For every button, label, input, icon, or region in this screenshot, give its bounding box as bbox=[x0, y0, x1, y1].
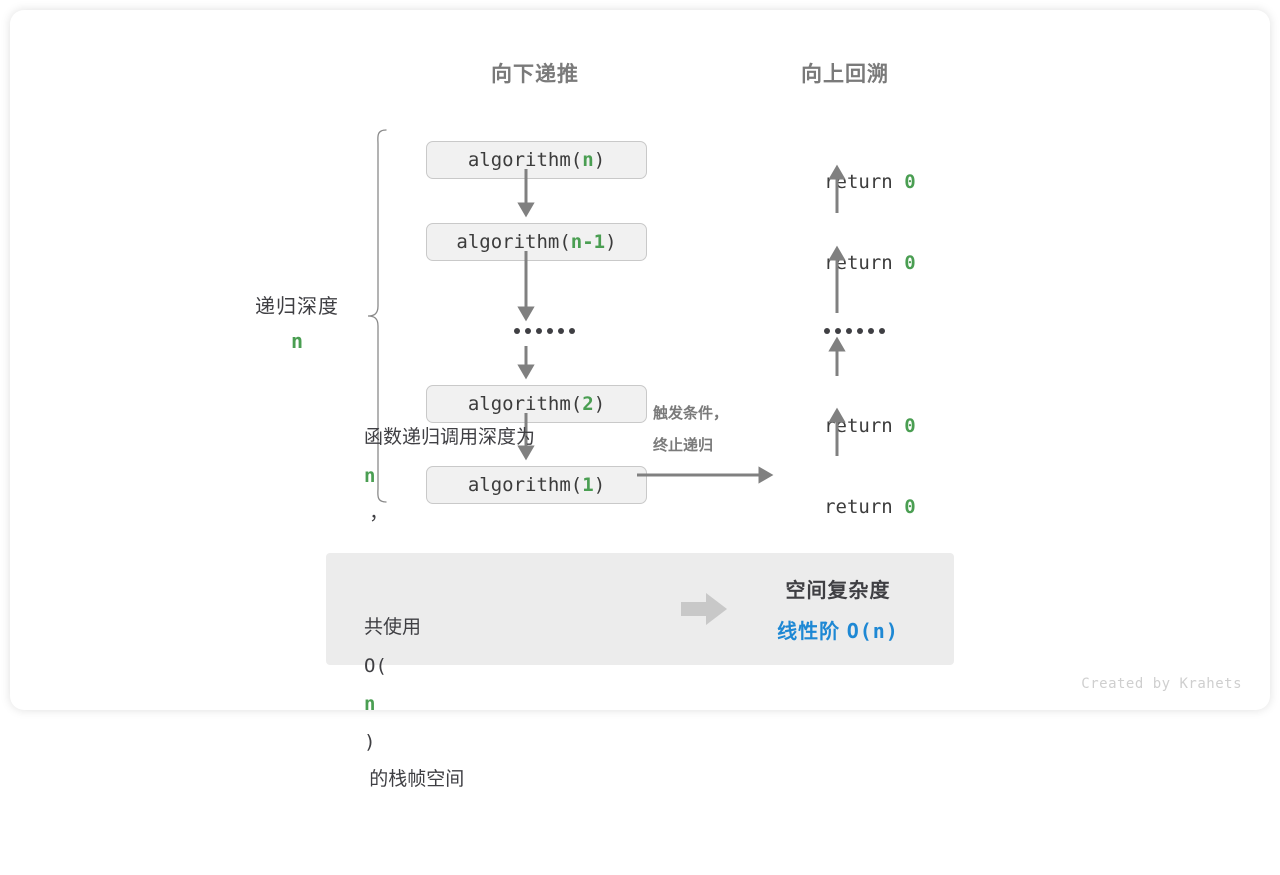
return-value: 0 bbox=[904, 252, 916, 274]
call-box-n: algorithm(n) bbox=[426, 141, 647, 179]
return-keyword: return bbox=[824, 252, 905, 274]
summary-line-2: 共使用 O(n) 的栈帧空间 bbox=[364, 617, 465, 790]
summary-panel: 函数递归调用深度为 n ， 共使用 O(n) 的栈帧空间 空间复杂度 线性阶 O… bbox=[326, 427, 954, 790]
credit-text: Created by Krahets bbox=[1081, 676, 1242, 692]
termination-note-line2: 终止递归 bbox=[653, 437, 714, 454]
recursion-depth-text: 递归深度 bbox=[255, 296, 339, 318]
call-box-arg: 2 bbox=[582, 393, 594, 415]
call-box-suffix: ) bbox=[593, 149, 606, 171]
ellipsis-dots-right bbox=[824, 328, 885, 334]
return-label-second: return 0 bbox=[752, 230, 942, 296]
right-block-arrow-icon bbox=[676, 589, 732, 629]
call-box-2: algorithm(2) bbox=[426, 385, 647, 423]
return-value: 0 bbox=[904, 415, 916, 437]
column-header-upward: 向上回溯 bbox=[801, 63, 889, 86]
complexity-value: 线性阶 O(n) bbox=[777, 619, 899, 643]
return-keyword: return bbox=[824, 496, 905, 518]
return-keyword: return bbox=[824, 171, 905, 193]
diagram-card: 向下递推 向上回溯 递归深度 n algorithm(n) algorithm(… bbox=[10, 10, 1270, 790]
call-box-arg: 1 bbox=[582, 474, 594, 496]
call-box-suffix: ) bbox=[593, 474, 606, 496]
termination-note-line1: 触发条件， bbox=[653, 405, 729, 422]
termination-note: 触发条件， 终止递归 bbox=[653, 398, 783, 462]
call-box-prefix: algorithm( bbox=[467, 149, 583, 171]
complexity-title: 空间复杂度 bbox=[785, 580, 891, 602]
complexity-result: 空间复杂度 线性阶 O(n) bbox=[736, 574, 940, 644]
return-label-top: return 0 bbox=[752, 149, 942, 215]
call-box-prefix: algorithm( bbox=[467, 474, 583, 496]
return-keyword: return bbox=[824, 415, 905, 437]
call-box-n-minus-1: algorithm(n-1) bbox=[426, 223, 647, 261]
summary-line-1: 函数递归调用深度为 n ， bbox=[364, 427, 541, 524]
return-label-base: return 0 bbox=[752, 474, 942, 540]
call-box-suffix: ) bbox=[593, 393, 606, 415]
call-box-1: algorithm(1) bbox=[426, 466, 647, 504]
column-header-downward: 向下递推 bbox=[491, 63, 579, 86]
ellipsis-dots-left bbox=[514, 328, 575, 334]
call-box-prefix: algorithm( bbox=[467, 393, 583, 415]
call-box-arg: n-1 bbox=[570, 231, 606, 253]
recursion-depth-value: n bbox=[290, 329, 304, 353]
return-value: 0 bbox=[904, 496, 916, 518]
return-value: 0 bbox=[904, 171, 916, 193]
call-box-suffix: ) bbox=[605, 231, 617, 253]
call-box-prefix: algorithm( bbox=[456, 231, 571, 253]
recursion-depth-label: 递归深度 n bbox=[222, 290, 372, 353]
call-box-arg: n bbox=[582, 149, 594, 171]
summary-description: 函数递归调用深度为 n ， 共使用 O(n) 的栈帧空间 bbox=[364, 343, 664, 875]
